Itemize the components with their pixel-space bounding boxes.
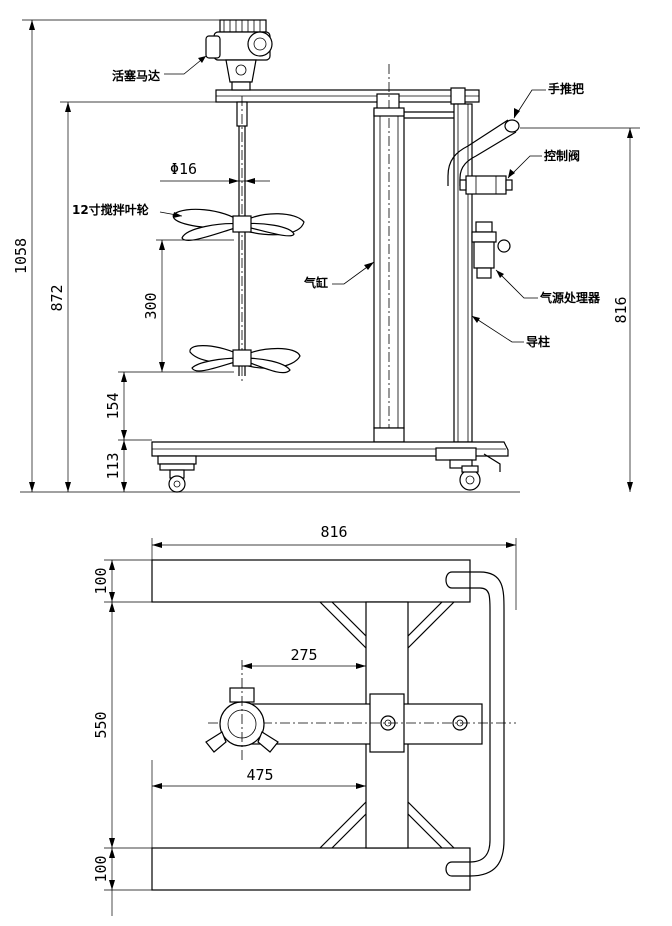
- dim-base-width: 816: [320, 523, 347, 541]
- piston-motor: [205, 19, 273, 91]
- control-valve: [459, 175, 513, 195]
- label-guide-column: 导柱: [526, 334, 550, 349]
- dim-beam-height: 872: [48, 284, 66, 311]
- motor-top-view: [205, 660, 279, 760]
- top-rail: [151, 559, 471, 603]
- label-air-source-unit: 气源处理器: [539, 290, 601, 305]
- guide-column: [404, 87, 473, 443]
- dim-base-height: 113: [104, 452, 122, 479]
- dim-shaft-offset: 475: [246, 766, 273, 784]
- handle-loop: [452, 571, 505, 877]
- caster-left: [168, 469, 186, 493]
- label-cylinder: 气缸: [303, 275, 328, 290]
- dim-bar-width-top: 100: [92, 567, 110, 594]
- dim-motor-offset: 275: [290, 646, 317, 664]
- dim-shaft-diameter: Φ16: [170, 160, 197, 178]
- dim-blade-spacing: 300: [142, 292, 160, 319]
- dim-blade-clearance: 154: [104, 392, 122, 419]
- bottom-rail: [151, 847, 471, 891]
- front-view: 1058 872 816 Φ16 300 154: [12, 19, 640, 493]
- dim-handle-height: 816: [612, 296, 630, 323]
- label-piston-motor: 活塞马达: [112, 68, 160, 83]
- label-impeller: 12寸搅拌叶轮: [72, 202, 150, 217]
- motor-arm: [235, 703, 483, 745]
- cylinder: [373, 64, 405, 456]
- impeller-upper: [172, 208, 305, 241]
- impeller-lower: [189, 345, 301, 374]
- caster-right: [459, 465, 481, 491]
- label-handle: 手推把: [548, 81, 584, 96]
- push-handle: [447, 119, 520, 186]
- air-source-unit: [471, 221, 511, 279]
- dim-inner-span: 550: [92, 711, 110, 738]
- dim-bar-width-bottom: 100: [92, 855, 110, 882]
- base-frame: [151, 441, 509, 472]
- top-view: 816 275 475 100 550 100: [92, 523, 517, 916]
- label-control-valve: 控制阀: [544, 148, 580, 163]
- dim-total-height: 1058: [12, 238, 30, 274]
